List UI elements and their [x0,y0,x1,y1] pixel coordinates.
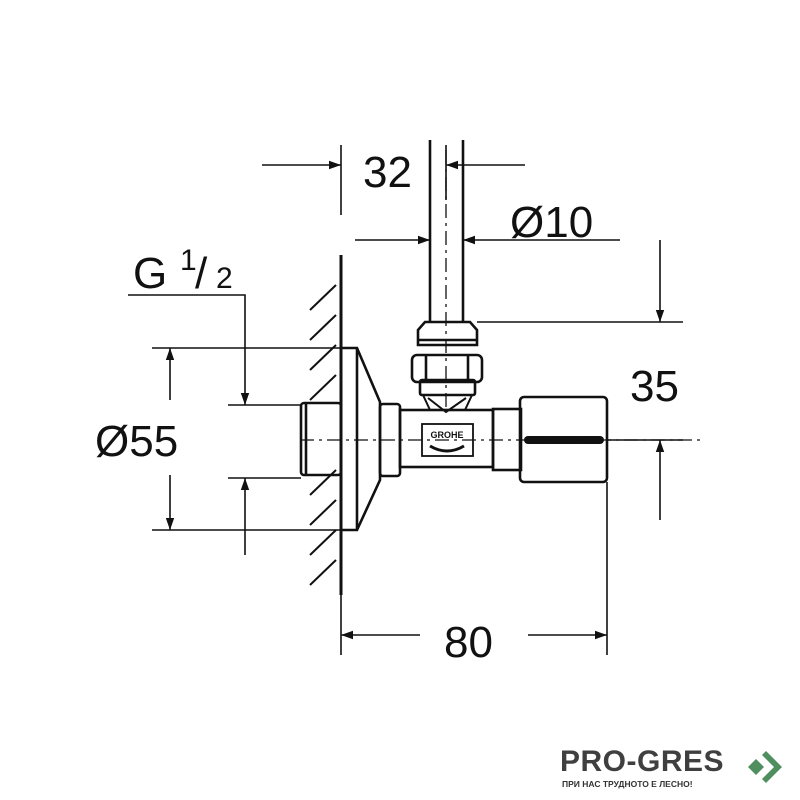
dim-d55-lines [152,347,341,531]
dim-thread-lines [128,294,301,555]
dim-80-label: 80 [444,618,493,667]
brand-mark: GROHE [430,430,463,440]
brand-wave-icon [429,444,465,453]
logo-name: PRO-GRES [560,745,725,778]
dim-32-lines [262,145,525,215]
dim-d10-label: Ø10 [510,198,593,247]
pro-gres-logo: PRO-GRES ПРИ НАС ТРУДНОТО Е ЛЕСНО! [560,745,800,795]
compression-hex [410,353,484,384]
logo-diamond-arrow-icon [748,751,782,783]
compression-nut [416,320,479,347]
inlet-thread [299,401,343,477]
compression-lower [418,378,477,397]
angle-valve [299,140,609,532]
thread-numerator: 1 [180,244,197,277]
thread-label-g: G [133,249,167,298]
thread-slash: / [195,249,208,298]
dim-80-lines [340,482,608,655]
outlet-neck [422,394,473,414]
dim-32-label: 32 [363,148,412,197]
wall [309,255,343,595]
thread-denominator: 2 [216,262,233,295]
wall-flange [341,346,382,532]
dim-d55-label: Ø55 [95,417,178,466]
wall-hatching [309,284,337,586]
logo-tagline: ПРИ НАС ТРУДНОТО Е ЛЕСНО! [562,779,693,789]
dim-35-label: 35 [630,362,679,411]
dim-35-lines [477,240,683,520]
